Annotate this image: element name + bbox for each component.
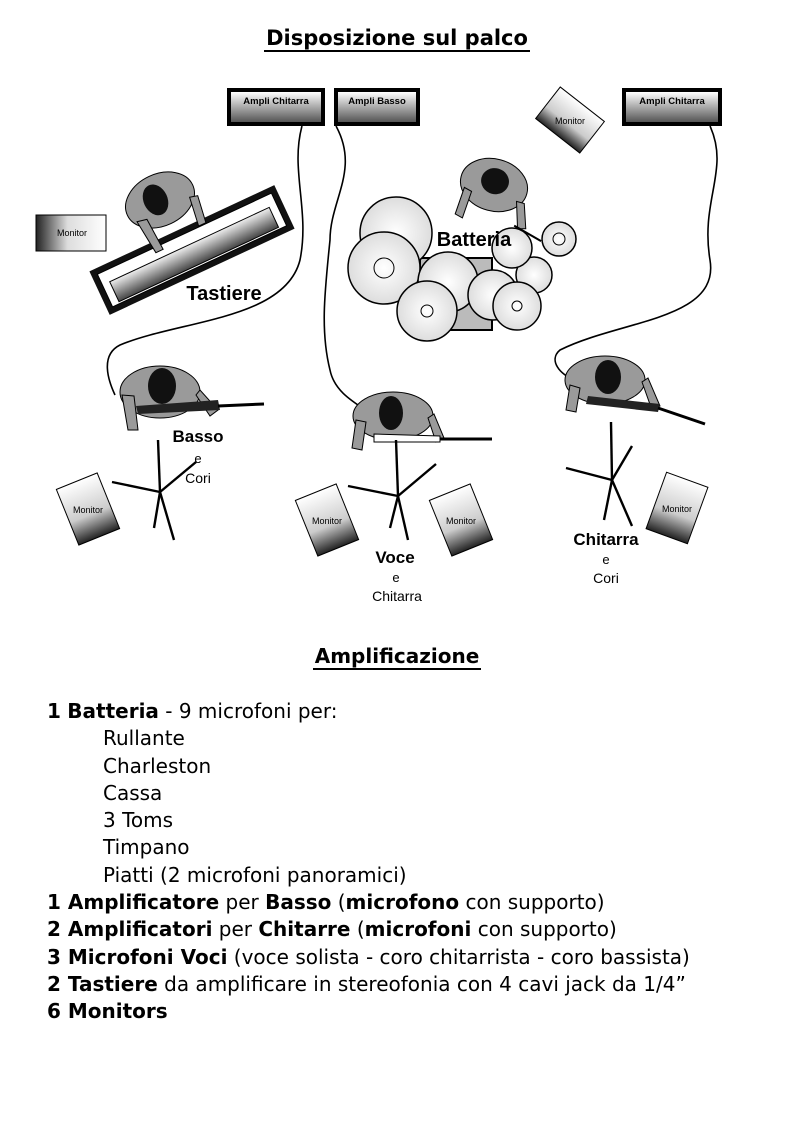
guitar-e: e	[602, 552, 609, 567]
monitor-drums: Monitor	[534, 86, 606, 154]
svg-text:Monitor: Monitor	[57, 228, 87, 238]
svg-text:Monitor: Monitor	[662, 504, 692, 514]
amp-bass: Ampli Basso	[334, 88, 420, 126]
drum-kit	[347, 196, 577, 342]
bassist	[119, 365, 265, 431]
monitor-guitar: Monitor	[645, 471, 709, 545]
drum-item: Piatti (2 microfoni panoramici)	[103, 862, 407, 887]
list-item-guitars: 2 Amplificatori per Chitarre (microfoni …	[47, 917, 617, 942]
svg-text:Ampli Chitarra: Ampli Chitarra	[243, 96, 309, 107]
drum-item: 3 Toms	[103, 808, 174, 833]
equipment-list: 1 Batteria - 9 microfoni per: Rullante C…	[47, 698, 690, 1026]
amp-title: Amplificazione	[312, 644, 482, 670]
stage-diagram: Ampli Chitarra Ampli Basso Ampli Chitarr…	[35, 86, 722, 604]
voice-e: e	[392, 570, 399, 585]
drummer	[454, 157, 542, 242]
bass-cori: Cori	[185, 470, 211, 486]
drum-item: Timpano	[103, 835, 190, 860]
keyboards	[89, 185, 295, 315]
voice-label: Voce	[375, 548, 414, 567]
svg-text:Ampli Basso: Ampli Basso	[348, 96, 406, 107]
monitor-voice-right: Monitor	[428, 483, 494, 557]
svg-text:Ampli Chitarra: Ampli Chitarra	[639, 96, 705, 107]
drums-label: Batteria	[437, 229, 512, 251]
mic-stand-voice	[347, 439, 437, 541]
bass-label: Basso	[172, 427, 223, 446]
svg-text:Monitor: Monitor	[312, 516, 342, 526]
monitor-voice-left: Monitor	[294, 483, 360, 557]
list-item-monitors: 6 Monitors	[47, 999, 168, 1024]
svg-text:Monitor: Monitor	[446, 516, 476, 526]
svg-text:Monitor: Monitor	[555, 116, 585, 126]
stage-title: Disposizione sul palco	[264, 26, 530, 52]
voice-chitarra: Chitarra	[372, 588, 422, 604]
list-item-bass: 1 Amplificatore per Basso (microfono con…	[47, 890, 605, 915]
drum-item: Rullante	[103, 726, 185, 751]
monitor-keys: Monitor	[35, 214, 107, 252]
lead-vocalist	[351, 391, 492, 451]
keys-label: Tastiere	[186, 283, 261, 305]
amp-guitar-left: Ampli Chitarra	[227, 88, 325, 126]
list-item-voices: 3 Microfoni Voci (voce solista - coro ch…	[47, 944, 690, 969]
guitar-cori: Cori	[593, 570, 619, 586]
amp-guitar-right: Ampli Chitarra	[622, 88, 722, 126]
guitarist	[564, 355, 706, 426]
mic-stand-bass	[111, 439, 197, 541]
guitar-label: Chitarra	[573, 530, 639, 549]
monitor-bass: Monitor	[55, 472, 121, 546]
list-item-drums: 1 Batteria - 9 microfoni per:	[47, 699, 338, 723]
drum-item: Cassa	[103, 780, 163, 805]
mic-stand-guitar	[565, 421, 634, 527]
cables	[106, 125, 718, 421]
bass-e: e	[194, 451, 201, 466]
drum-item: Charleston	[103, 753, 212, 778]
list-item-keys: 2 Tastiere da amplificare in stereofonia…	[47, 971, 686, 996]
svg-text:Monitor: Monitor	[73, 505, 103, 515]
keyboardist	[125, 171, 207, 254]
